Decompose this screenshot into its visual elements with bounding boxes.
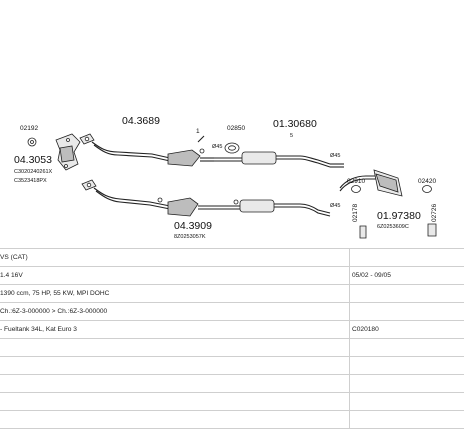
table-row: Ch.:6Z-3-000000 > Ch.:6Z-3-000000 (0, 303, 464, 321)
table-cell-left: Ch.:6Z-3-000000 > Ch.:6Z-3-000000 (0, 308, 108, 315)
gasket-part-left (27, 137, 37, 147)
direction-arrow (197, 135, 205, 143)
rear-hangers (351, 185, 432, 193)
table-row: 1390 ccm, 75 HP, 55 KW, MPI DOHC (0, 285, 464, 303)
label-dia-45-b: Ø45 (330, 153, 340, 159)
vehicle-info-table: VS (CAT) 1.4 16V 05/02 - 09/05 1390 ccm,… (0, 248, 464, 429)
table-row (0, 357, 464, 375)
rear-silencer (339, 169, 403, 197)
middle-silencer-top (214, 151, 344, 168)
manifold-catalyst-top (55, 133, 81, 171)
label-hanger-b: 02420 (418, 178, 436, 185)
exhaust-diagram: 02192 04.3053 C3020240261X C3523418PX 04… (14, 115, 438, 240)
table-cell-left: 1390 ccm, 75 HP, 55 KW, MPI DOHC (0, 290, 110, 297)
label-small-left: 02192 (20, 125, 38, 132)
table-row (0, 375, 464, 393)
table-row (0, 411, 464, 429)
table-cell-left: VS (CAT) (0, 254, 28, 261)
label-bracket-left: 02178 (352, 204, 359, 222)
label-second-cat: 04.3909 (174, 220, 212, 232)
label-second-cat-code: 8Z0253057K (174, 234, 206, 240)
table-row: 1.4 16V 05/02 - 09/05 (0, 267, 464, 285)
table-row (0, 393, 464, 411)
table-cell-right: C020180 (352, 326, 379, 333)
clamp-small-bottom (157, 197, 239, 205)
exhaust-diagram-svg: 02192 04.3053 C3020240261X C3523418PX 04… (14, 115, 438, 240)
label-cat-left: 04.3053 (14, 154, 52, 166)
label-mid-silencer-sub: 5 (290, 133, 293, 139)
label-rear-silencer-code: 6Z0253609C (377, 224, 409, 230)
table-row (0, 339, 464, 357)
front-pipe-flange-bottom (81, 179, 97, 191)
label-cat-left-code1: C3020240261X (14, 169, 53, 175)
label-dia-45-a: Ø45 (212, 144, 222, 150)
rear-brackets (359, 223, 437, 239)
hanger-ring-top (224, 142, 240, 154)
label-arrow: 1 (196, 128, 200, 135)
label-cat-left-code2: C3523418PX (14, 178, 47, 184)
table-row: - Fueltank 34L, Kat Euro 3 C020180 (0, 321, 464, 339)
table-cell-left: - Fueltank 34L, Kat Euro 3 (0, 326, 77, 333)
front-pipe-flange-top (79, 133, 95, 145)
label-hanger-a: 02910 (347, 178, 365, 185)
table-cell-left: 1.4 16V (0, 272, 23, 279)
table-row: VS (CAT) (0, 248, 464, 267)
clamp-small-top (199, 148, 205, 154)
label-mid-silencer: 01.30680 (273, 118, 317, 130)
table-cell-right: 05/02 - 09/05 (352, 272, 391, 279)
label-clamp-02850: 02850 (227, 125, 245, 132)
label-bracket-right: 02726 (431, 204, 438, 222)
front-pipe-top (91, 141, 214, 167)
label-front-pipe: 04.3689 (122, 115, 160, 127)
label-rear-silencer: 01.97380 (377, 210, 421, 222)
label-dia-45-c: Ø45 (330, 203, 340, 209)
front-pipe-bottom (93, 187, 331, 217)
